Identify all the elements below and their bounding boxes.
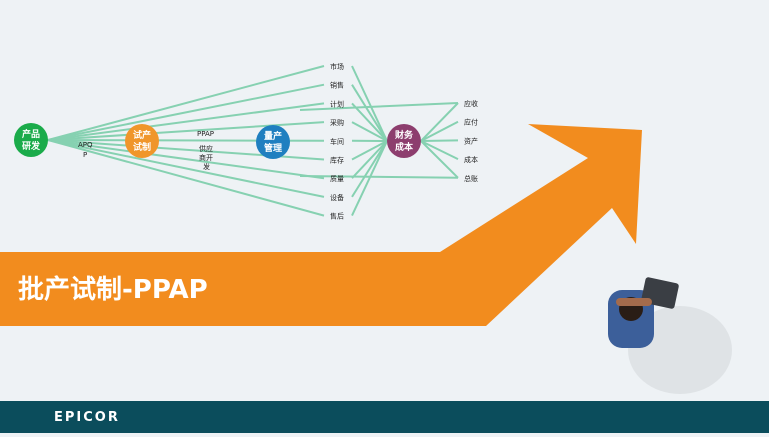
middle-item-label: 售后 — [330, 212, 344, 221]
connector-line — [352, 66, 387, 141]
hub-finance-line2: 成本 — [395, 141, 414, 153]
middle-item-label: 设备 — [330, 193, 344, 202]
connector-line — [352, 103, 387, 141]
epicor-logo: EPICOR — [54, 410, 120, 425]
hub-product-dev-line1: 产品 — [22, 128, 40, 140]
connector-line — [421, 140, 458, 141]
footer-bar: EPICOR — [0, 401, 769, 433]
right-item-label: 总账 — [464, 174, 478, 183]
hub-finance-line1: 财务 — [394, 129, 414, 141]
label-supplier-1: 供应 — [199, 144, 213, 153]
connector-line — [421, 141, 458, 178]
middle-item-label: 质量 — [330, 174, 344, 183]
label-apqp-2: P — [83, 151, 87, 159]
hub-trial-line2: 试制 — [133, 141, 151, 153]
hub-trial-line1: 试产 — [133, 129, 151, 141]
right-item-label: 成本 — [464, 155, 478, 164]
banner-title: 批产试制-PPAP — [18, 275, 208, 305]
connector-line — [352, 141, 387, 178]
connector-line — [421, 103, 458, 141]
connector-line — [421, 122, 458, 141]
label-apqp-1: APQ — [78, 141, 93, 149]
right-item-label: 应收 — [464, 99, 478, 108]
hub-product-dev: 产品 研发 — [14, 123, 48, 157]
person-illustration — [608, 277, 732, 394]
connector-line — [421, 141, 458, 159]
hub-mass-prod-line2: 管理 — [264, 142, 282, 154]
middle-item-label: 库存 — [330, 156, 344, 165]
hub-finance: 财务 成本 — [387, 124, 421, 158]
hub-product-dev-line2: 研发 — [22, 140, 41, 152]
hub-mass-prod: 量产 管理 — [256, 125, 290, 159]
hub-trial: 试产 试制 — [125, 124, 159, 158]
right-item-label: 资产 — [464, 136, 478, 145]
label-supplier-3: 发 — [203, 162, 210, 171]
middle-item-label: 市场 — [330, 62, 344, 71]
right-item-label: 应付 — [464, 118, 478, 127]
middle-item-label: 销售 — [330, 81, 344, 90]
middle-item-label: 采购 — [330, 118, 344, 127]
middle-item-label: 计划 — [330, 99, 344, 108]
middle-item-label: 车间 — [330, 137, 344, 146]
label-ppap: PPAP — [197, 130, 214, 138]
hub-mass-prod-line1: 量产 — [264, 130, 282, 142]
label-supplier-2: 商开 — [199, 153, 213, 162]
connector-line — [352, 141, 387, 216]
